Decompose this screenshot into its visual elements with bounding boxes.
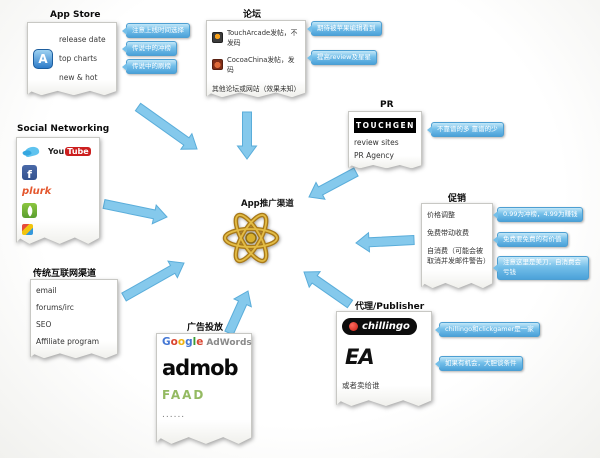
pr-item: PR Agency <box>354 151 394 160</box>
app-store-item: top charts <box>59 53 98 63</box>
publisher-title: 代理/Publisher <box>355 302 425 312</box>
callout-promo-selfbuy: 注意这里是美刀，自消费会亏钱 <box>493 256 589 280</box>
app-store-item: new & hot <box>59 73 98 83</box>
callout-appstore-chart-brush: 传说中的刷榜 <box>122 59 177 75</box>
forum-item: 其他论坛或网站（效果未知） <box>212 85 301 93</box>
chillingo-logo: chillingo <box>342 318 417 335</box>
traditional-card: email forums/irc SEO Affiliate program <box>30 279 118 359</box>
facebook-icon: f <box>22 165 37 180</box>
app-store-title: App Store <box>50 10 101 20</box>
pr-card: TOUCHGEN review sites PR Agency <box>348 111 422 169</box>
misc-social-icon <box>22 224 33 235</box>
promo-item: 免费带动收费 <box>427 229 469 238</box>
twitter-icon <box>22 144 42 159</box>
toucharcade-icon <box>212 31 223 43</box>
traditional-item: forums/irc <box>36 303 74 312</box>
pr-item: review sites <box>354 138 399 147</box>
promo-item: 自消费（可能会被取消并发邮件警告） <box>427 247 490 266</box>
publisher-card: chillingo EA 或者卖给谁 <box>336 311 432 407</box>
publisher-item: 或者卖给谁 <box>342 381 380 390</box>
callout-pr-reliability: 不靠谱的多 靠谱的少 <box>427 122 504 138</box>
callout-appstore-timing: 注意上线时间选择 <box>122 23 190 39</box>
callout-promo-free: 免费要免费的有价值 <box>493 232 568 248</box>
forum-item: TouchArcade发帖，不发码 <box>227 29 298 47</box>
admob-logo: admob <box>162 356 239 380</box>
atom-icon <box>222 212 280 264</box>
plurk-logo: plurk <box>22 186 52 197</box>
callout-promo-price: 0.99为冲榜，4.99为赚钱 <box>492 207 584 223</box>
promo-title: 促销 <box>448 194 467 204</box>
pr-title: PR <box>380 100 394 110</box>
callout-forum-editor: 期待被苹果编辑看到 <box>307 21 382 37</box>
leaf-icon <box>22 203 37 218</box>
ea-logo: EA <box>345 345 375 369</box>
app-store-icon: A <box>33 49 53 69</box>
cocoachina-icon <box>212 58 223 70</box>
center-label: App推广渠道 <box>241 199 294 209</box>
ads-more: ...... <box>162 410 186 420</box>
app-store-card: A release date top charts new & hot <box>27 22 117 96</box>
callout-publisher-chillingo: chillingo和clickgamer是一家 <box>435 322 540 338</box>
chillingo-c-icon <box>349 322 358 331</box>
callout-forum-review: 提高review及星星 <box>307 50 377 66</box>
forum-item: CocoaChina发帖，发码 <box>227 56 295 74</box>
social-title: Social Networking <box>17 124 110 134</box>
ads-title: 广告投放 <box>187 323 224 333</box>
callout-appstore-chart-push: 传说中的冲榜 <box>122 41 177 57</box>
forum-title: 论坛 <box>243 10 262 20</box>
traditional-item: email <box>36 286 57 295</box>
traditional-item: Affiliate program <box>36 337 100 346</box>
touchgen-logo: TOUCHGEN <box>354 118 416 133</box>
forum-card: TouchArcade发帖，不发码 CocoaChina发帖，发码 其他论坛或网… <box>206 20 306 98</box>
callout-publisher-negotiate: 如果有机会，大胆谈条件 <box>435 356 523 372</box>
app-store-item: release date <box>59 34 106 44</box>
faad-logo: FAAD <box>162 388 206 402</box>
promo-item: 价格调整 <box>427 211 455 219</box>
traditional-title: 传统互联网渠道 <box>33 269 97 279</box>
promo-card: 价格调整 免费带动收费 自消费（可能会被取消并发邮件警告） <box>421 203 493 289</box>
traditional-item: SEO <box>36 320 52 329</box>
